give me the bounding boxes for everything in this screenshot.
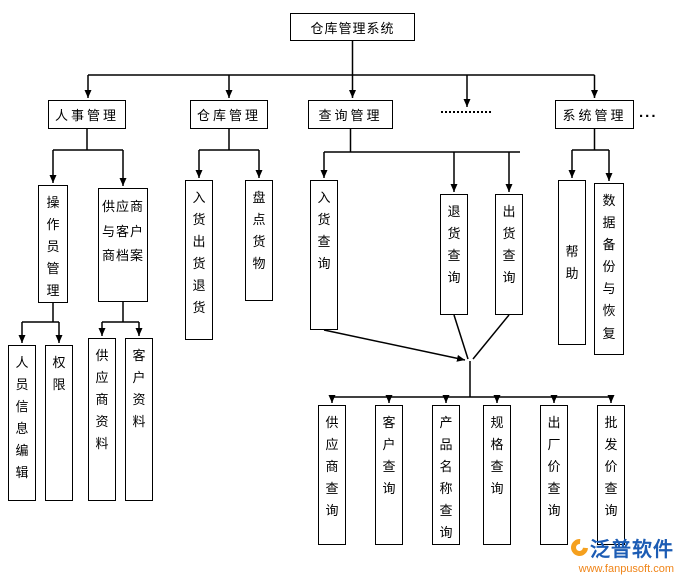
node-warehouse-management-system: 仓库管理系统 — [290, 13, 415, 41]
node-operator-management: 操作员管理 — [38, 185, 68, 303]
node-help: 帮助 — [558, 180, 586, 345]
node-supplier-customer-archives: 供应商与客户商档案 — [98, 188, 148, 302]
logo: 泛普软件 www.fanpusoft.com — [538, 533, 674, 575]
node-data-backup-restore: 数据备份与恢复 — [594, 183, 624, 355]
node-factory-price-query: 出厂价查询 — [540, 405, 568, 545]
logo-name: 泛普软件 — [590, 539, 674, 561]
node-personnel-info-edit: 人员信息编辑 — [8, 345, 36, 501]
node-customer-query: 客户查询 — [375, 405, 403, 545]
node-product-name-query: 产品名称查询 — [432, 405, 460, 545]
node-customer-data: 客户资料 — [125, 338, 153, 501]
logo-crescent-icon — [567, 535, 592, 560]
node-supplier-query: 供应商查询 — [318, 405, 346, 545]
node-system-management: 系统管理 — [555, 100, 634, 129]
node-warehouse-management: 仓库管理 — [190, 100, 268, 129]
node-inbound-query: 入货查询 — [310, 180, 338, 330]
logo-url: www.fanpusoft.com — [578, 563, 674, 575]
node-return-query: 退货查询 — [440, 194, 468, 315]
node-inbound-outbound-return: 入货出货退货 — [185, 180, 213, 340]
ellipsis-text: ... — [639, 104, 658, 121]
node-spec-query: 规格查询 — [483, 405, 511, 545]
node-supplier-data: 供应商资料 — [88, 338, 116, 501]
node-personnel-management: 人事管理 — [48, 100, 126, 129]
node-query-management: 查询管理 — [308, 100, 393, 129]
node-stocktaking: 盘点货物 — [245, 180, 273, 301]
node-outbound-query: 出货查询 — [495, 194, 523, 315]
ellipsis-dotted-line — [441, 111, 491, 113]
node-wholesale-price-query: 批发价查询 — [597, 405, 625, 545]
node-permissions: 权限 — [45, 345, 73, 501]
